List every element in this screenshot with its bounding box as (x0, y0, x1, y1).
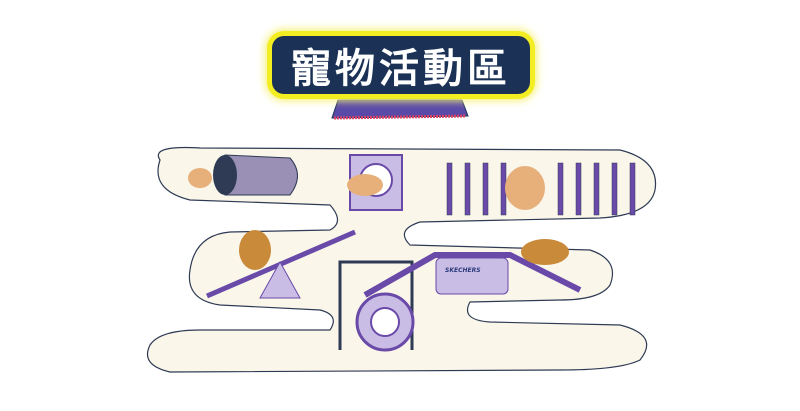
tire-jump-frame (347, 154, 403, 211)
title-text: 寵物活動區 (291, 46, 511, 92)
seesaw (206, 229, 356, 299)
page-title: 寵物活動區 (272, 36, 530, 94)
weave-poles (446, 162, 636, 216)
shiba-on-seesaw (239, 230, 271, 270)
hanging-tire (338, 260, 415, 352)
standing-pug (505, 166, 545, 210)
brand-logo: SKECHERS (445, 267, 481, 274)
jumping-pug (347, 174, 383, 196)
shiba-on-ramp (521, 239, 569, 265)
banner-ribbon (331, 99, 469, 119)
pug-in-tunnel (188, 168, 212, 188)
dog-walk-ramp: SKECHERS (363, 239, 582, 298)
agility-tunnel (188, 154, 298, 196)
